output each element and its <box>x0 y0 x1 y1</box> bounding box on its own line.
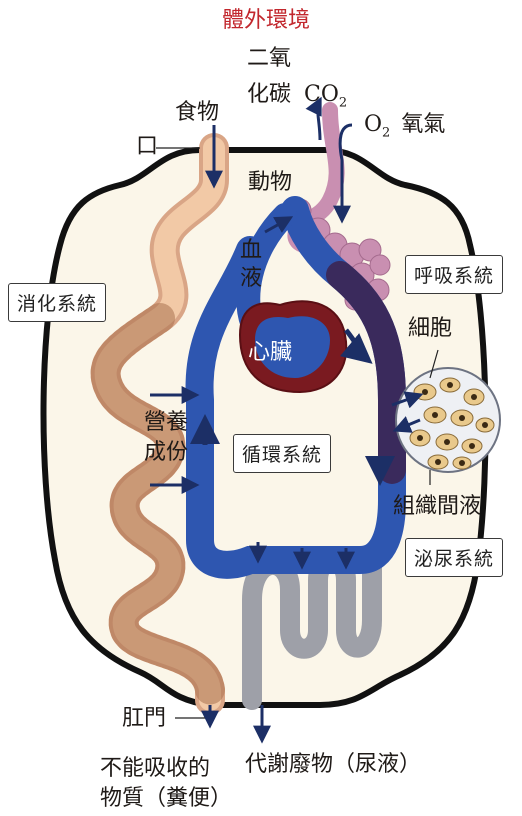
cell-bubble <box>396 368 500 472</box>
undigested-label-2: 物質（糞便） <box>100 788 232 810</box>
circulatory-system-box: 循環系統 <box>233 434 331 473</box>
co2-label-line2: 化碳 CO2 <box>247 84 347 109</box>
diagram-title: 體外環境 <box>222 10 310 32</box>
co2-formula-base: CO <box>304 82 339 107</box>
undigested-label-1: 不能吸收的 <box>100 758 210 780</box>
co2-name: 化碳 <box>247 82 291 107</box>
o2-name: 氧氣 <box>401 112 445 137</box>
co2-formula: CO2 <box>304 82 347 107</box>
food-label: 食物 <box>175 102 219 124</box>
nutrients-label-1: 營養 <box>144 412 188 434</box>
heart-label: 心臟 <box>248 342 292 364</box>
o2-formula-sub: 2 <box>382 125 390 140</box>
animal-label: 動物 <box>248 172 292 194</box>
metabolic-waste-label: 代謝廢物（尿液） <box>245 754 421 776</box>
o2-formula: O2 <box>364 112 390 137</box>
o2-formula-base: O <box>364 112 382 137</box>
co2-formula-sub: 2 <box>339 95 347 110</box>
nutrients-label-2: 成份 <box>144 442 188 464</box>
blood-label-2: 液 <box>240 268 262 290</box>
blood-label-1: 血 <box>240 240 262 262</box>
respiratory-system-box: 呼吸系統 <box>405 255 503 294</box>
urinary-system-box: 泌尿系統 <box>405 538 503 577</box>
mouth-label: 口 <box>136 136 158 158</box>
cells-label: 細胞 <box>408 318 452 340</box>
digestive-system-box: 消化系統 <box>8 283 106 322</box>
co2-label-line1: 二氧 <box>247 48 291 70</box>
o2-label: O2 氧氣 <box>364 114 445 139</box>
interstitial-fluid-label: 組織間液 <box>393 496 481 518</box>
anus-label: 肛門 <box>122 708 166 730</box>
